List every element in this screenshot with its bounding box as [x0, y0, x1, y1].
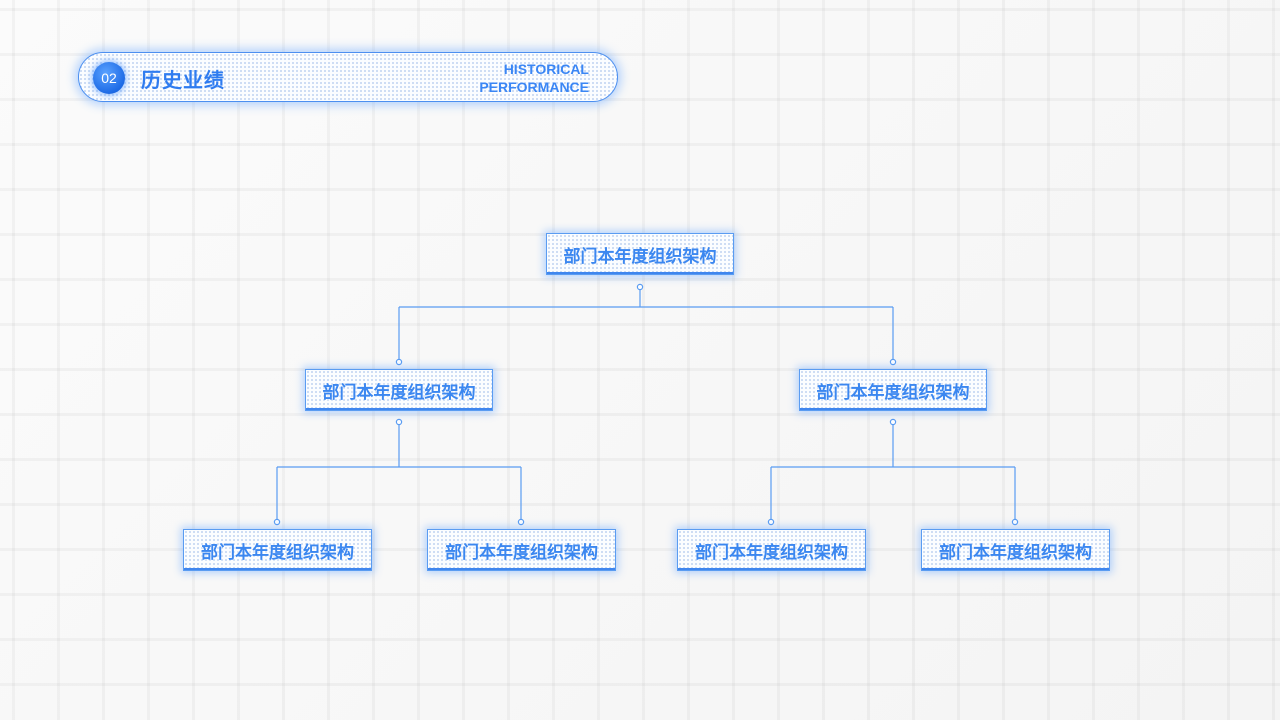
- connector-node: [517, 518, 525, 526]
- org-node-level2-right: 部门本年度组织架构: [799, 369, 987, 411]
- org-node-label: 部门本年度组织架构: [939, 542, 1092, 563]
- org-node-level3-4: 部门本年度组织架构: [921, 529, 1110, 571]
- org-node-root: 部门本年度组织架构: [546, 233, 734, 275]
- connector-node: [395, 358, 403, 366]
- org-node-level3-2: 部门本年度组织架构: [427, 529, 616, 571]
- org-node-label: 部门本年度组织架构: [445, 542, 598, 563]
- org-node-level2-left: 部门本年度组织架构: [305, 369, 493, 411]
- connector-node: [889, 418, 897, 426]
- connector-node: [636, 283, 644, 291]
- org-node-level3-1: 部门本年度组织架构: [183, 529, 372, 571]
- english-title-line-2: PERFORMANCE: [479, 79, 589, 95]
- section-title: 历史业绩: [141, 68, 225, 92]
- connector-node: [767, 518, 775, 526]
- section-header: 02 历史业绩 HISTORICAL PERFORMANCE: [78, 52, 618, 102]
- org-node-level3-3: 部门本年度组织架构: [677, 529, 866, 571]
- org-node-label: 部门本年度组织架构: [322, 382, 476, 403]
- org-node-label: 部门本年度组织架构: [563, 246, 717, 267]
- section-number-badge: 02: [93, 62, 125, 94]
- org-node-label: 部门本年度组织架构: [695, 542, 848, 563]
- org-node-label: 部门本年度组织架构: [201, 542, 354, 563]
- section-english-title: HISTORICAL PERFORMANCE: [479, 60, 589, 96]
- connector-node: [889, 358, 897, 366]
- connector-node: [273, 518, 281, 526]
- english-title-line-1: HISTORICAL: [503, 61, 589, 77]
- connector-node: [395, 418, 403, 426]
- org-node-label: 部门本年度组织架构: [816, 382, 970, 403]
- connector-node: [1011, 518, 1019, 526]
